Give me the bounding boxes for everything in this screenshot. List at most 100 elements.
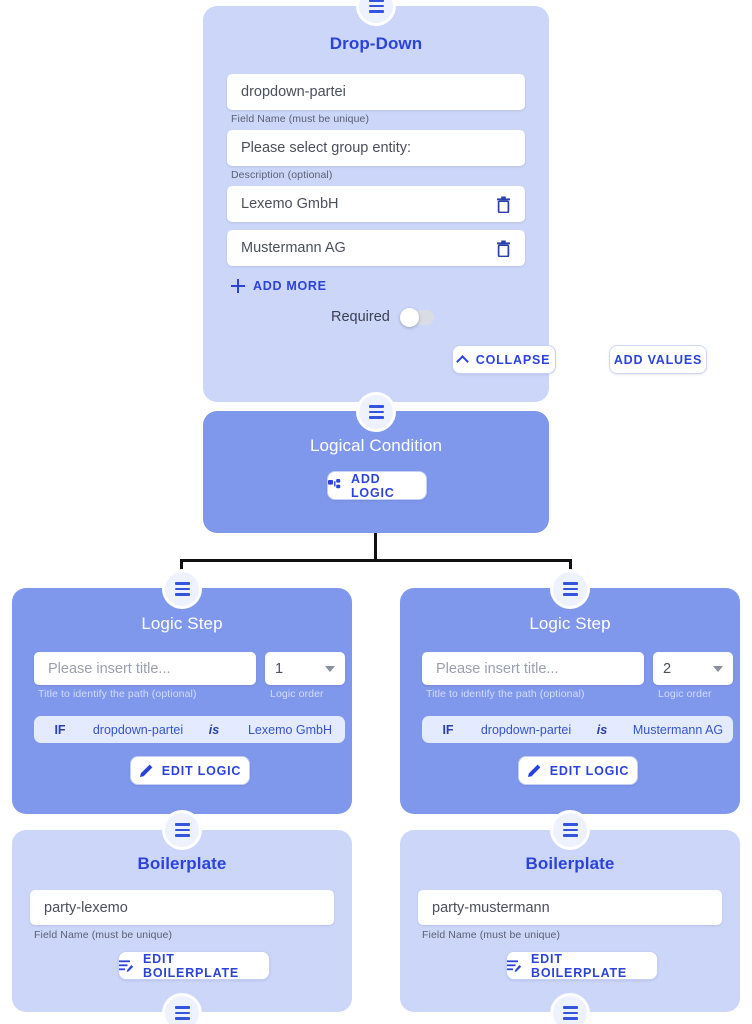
condition-field: dropdown-partei xyxy=(480,722,572,737)
drag-handle-icon xyxy=(368,0,384,2)
path-title-input[interactable]: Please insert title... xyxy=(422,652,644,685)
drop-down-card: Drop-Down dropdown-partei Field Name (mu… xyxy=(203,6,707,402)
required-toggle[interactable] xyxy=(399,307,434,327)
boilerplate-field-name-value: party-lexemo xyxy=(44,899,128,916)
collapse-label: COLLAPSE xyxy=(475,352,551,367)
toggle-knob xyxy=(399,307,419,327)
pencil-icon xyxy=(139,764,153,778)
condition-value: Mustermann AG xyxy=(632,722,724,737)
drop-down-card-title: Drop-Down xyxy=(329,34,423,53)
drag-handle[interactable] xyxy=(553,572,587,606)
drag-handle-icon xyxy=(368,416,384,419)
path-title-placeholder: Please insert title... xyxy=(436,660,559,677)
drag-handle-icon xyxy=(174,1011,190,1015)
drag-handle-icon xyxy=(562,582,578,585)
drag-handle-icon xyxy=(174,593,190,596)
logical-condition-title: Logical Condition xyxy=(309,436,443,455)
drag-handle[interactable] xyxy=(359,395,393,429)
drag-handle-icon xyxy=(562,593,578,596)
boilerplate-card: Boilerplate party-mustermann Field Name … xyxy=(400,830,740,1012)
condition-pill: IF dropdown-partei is Mustermann AG xyxy=(422,716,733,743)
add-values-button[interactable]: ADD VALUES xyxy=(609,345,707,374)
drag-handle-icon xyxy=(174,834,190,837)
pencil-icon xyxy=(527,764,541,778)
boilerplate-field-name-value: party-mustermann xyxy=(432,899,550,916)
drag-handle[interactable] xyxy=(165,572,199,606)
drag-handle-icon xyxy=(562,828,578,832)
condition-field: dropdown-partei xyxy=(92,722,184,737)
edit-logic-button[interactable]: EDIT LOGIC xyxy=(518,756,638,785)
drag-handle-icon xyxy=(174,1006,190,1009)
edit-boilerplate-button[interactable]: EDIT BOILERPLATE xyxy=(506,951,658,980)
condition-operator: is xyxy=(208,722,220,737)
logic-order-helper: Logic order xyxy=(270,688,324,700)
list-pencil-icon xyxy=(507,959,522,973)
path-title-helper: Title to identify the path (optional) xyxy=(426,688,585,700)
path-title-input[interactable]: Please insert title... xyxy=(34,652,256,685)
description-input[interactable]: Please select group entity: xyxy=(227,130,525,166)
connector-vertical-trunk xyxy=(374,533,377,561)
chevron-down-icon xyxy=(325,665,335,672)
drag-handle-icon xyxy=(174,823,190,826)
drag-handle[interactable] xyxy=(359,0,393,23)
field-name-input[interactable]: dropdown-partei xyxy=(227,74,525,110)
logical-condition-card: Logical Condition ADD LOGIC xyxy=(203,411,549,533)
logic-order-select[interactable]: 2 xyxy=(653,652,733,685)
drag-handle-icon xyxy=(562,834,578,837)
option-row[interactable]: Mustermann AG xyxy=(227,230,525,266)
connector-horizontal xyxy=(180,559,572,562)
logic-step-title: Logic Step xyxy=(529,614,611,633)
description-helper: Description (optional) xyxy=(231,169,333,181)
logic-order-select[interactable]: 1 xyxy=(265,652,345,685)
logic-order-helper: Logic order xyxy=(658,688,712,700)
list-pencil-icon xyxy=(119,959,134,973)
path-title-helper: Title to identify the path (optional) xyxy=(38,688,197,700)
condition-if: IF xyxy=(54,722,66,737)
drag-handle-icon xyxy=(562,1017,578,1020)
drag-handle[interactable] xyxy=(553,813,587,847)
boilerplate-field-name-helper: Field Name (must be unique) xyxy=(34,929,173,941)
logic-order-value: 2 xyxy=(663,660,672,677)
drag-handle-icon xyxy=(174,587,190,591)
boilerplate-field-name-input[interactable]: party-lexemo xyxy=(30,890,334,925)
add-logic-label: ADD LOGIC xyxy=(351,471,395,500)
edit-logic-label: EDIT LOGIC xyxy=(161,763,242,778)
drag-handle-icon xyxy=(368,4,384,8)
boilerplate-field-name-input[interactable]: party-mustermann xyxy=(418,890,722,925)
chevron-up-icon xyxy=(455,354,469,368)
drag-handle-icon xyxy=(174,1017,190,1020)
edit-boilerplate-label: EDIT BOILERPLATE xyxy=(143,951,240,980)
add-more-button[interactable]: ADD MORE xyxy=(231,279,327,293)
drag-handle-icon xyxy=(562,587,578,591)
logic-step-card: Logic Step Please insert title... Title … xyxy=(400,588,740,814)
edit-boilerplate-button[interactable]: EDIT BOILERPLATE xyxy=(118,951,270,980)
edit-logic-label: EDIT LOGIC xyxy=(549,763,630,778)
trash-icon[interactable] xyxy=(496,240,511,257)
trash-icon[interactable] xyxy=(496,196,511,213)
drag-handle-icon xyxy=(368,405,384,408)
edit-boilerplate-label: EDIT BOILERPLATE xyxy=(531,951,628,980)
chevron-down-icon xyxy=(713,665,723,672)
option-value: Mustermann AG xyxy=(241,240,346,256)
drag-handle[interactable] xyxy=(165,813,199,847)
collapse-button[interactable]: COLLAPSE xyxy=(452,345,556,374)
drag-handle-icon xyxy=(174,582,190,585)
drag-handle-icon xyxy=(368,410,384,414)
field-name-input-value: dropdown-partei xyxy=(241,84,346,100)
edit-logic-button[interactable]: EDIT LOGIC xyxy=(130,756,250,785)
condition-value: Lexemo GmbH xyxy=(247,722,333,737)
add-values-label: ADD VALUES xyxy=(613,352,703,367)
drag-handle[interactable] xyxy=(165,996,199,1024)
condition-operator: is xyxy=(596,722,608,737)
condition-if: IF xyxy=(442,722,454,737)
add-logic-button[interactable]: ADD LOGIC xyxy=(327,471,427,500)
schema-icon xyxy=(328,478,342,493)
plus-icon xyxy=(231,279,245,293)
required-label: Required xyxy=(331,309,390,325)
condition-pill: IF dropdown-partei is Lexemo GmbH xyxy=(34,716,345,743)
drag-handle-icon xyxy=(368,10,384,13)
logic-step-card: Logic Step Please insert title... Title … xyxy=(12,588,352,814)
boilerplate-field-name-helper: Field Name (must be unique) xyxy=(422,929,561,941)
drag-handle[interactable] xyxy=(553,996,587,1024)
option-row[interactable]: Lexemo GmbH xyxy=(227,186,525,222)
